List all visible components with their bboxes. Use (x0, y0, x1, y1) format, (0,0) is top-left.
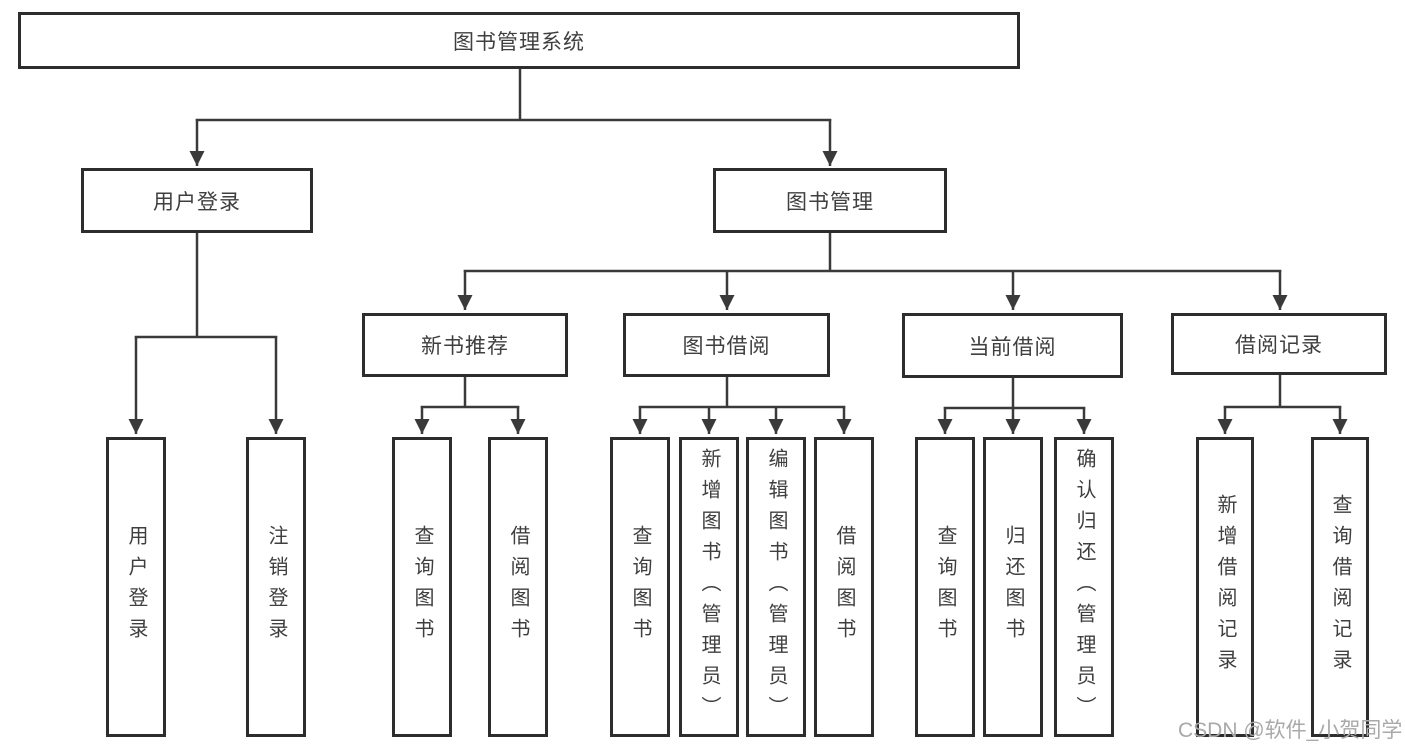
node-label: 借阅图书 (833, 525, 855, 649)
node-label: 查询图书 (411, 525, 433, 649)
connector-current-borrow-to-leaves (937, 378, 1092, 434)
node-label: 新增图书（管理员） (698, 447, 720, 727)
node-label: 归还图书 (1002, 525, 1024, 649)
connector-borrow-record-to-leaves (1217, 375, 1348, 434)
node-label: 查询借阅记录 (1329, 494, 1351, 680)
node-label: 当前借阅 (968, 335, 1057, 359)
node-label: 编辑图书（管理员） (765, 447, 787, 727)
node-user-login: 用户登录 (81, 168, 313, 233)
leaf-rec-query-books: 查询图书 (392, 437, 452, 737)
node-label: 借阅记录 (1235, 334, 1323, 357)
leaf-rec-borrow-books: 借阅图书 (488, 437, 548, 737)
node-label: 借阅图书 (507, 525, 529, 649)
watermark-text: CSDN @软件_小贺同学 (1178, 719, 1403, 742)
node-book-borrowing: 图书借阅 (623, 313, 830, 377)
leaf-logout: 注销登录 (246, 437, 306, 737)
connector-user-login-to-leaves (128, 233, 284, 434)
node-current-borrowing: 当前借阅 (902, 313, 1123, 378)
leaf-bb-edit-books-admin: 编辑图书（管理员） (746, 437, 806, 737)
node-label: 确认归还（管理员） (1073, 447, 1095, 727)
connector-book-mgmt-to-level3 (457, 233, 1288, 310)
leaf-br-query-record: 查询借阅记录 (1311, 437, 1369, 737)
node-label: 图书管理 (786, 190, 874, 214)
leaf-bb-query-books: 查询图书 (610, 437, 670, 737)
node-new-book-recommendation: 新书推荐 (362, 313, 568, 377)
leaf-bb-add-books-admin: 新增图书（管理员） (679, 437, 739, 737)
node-book-management: 图书管理 (713, 168, 947, 233)
node-library-management-system: 图书管理系统 (18, 12, 1020, 69)
connector-new-book-rec-to-leaves (414, 377, 526, 434)
leaf-cb-query-books: 查询图书 (915, 437, 975, 737)
leaf-bb-borrow-books: 借阅图书 (814, 437, 874, 737)
node-label: 用户登录 (153, 190, 241, 214)
leaf-user-login: 用户登录 (106, 437, 166, 737)
node-label: 图书借阅 (682, 335, 771, 358)
node-label: 图书管理系统 (453, 30, 585, 54)
connector-root-to-level2 (189, 67, 838, 166)
leaf-br-add-record: 新增借阅记录 (1196, 437, 1254, 737)
node-label: 查询图书 (629, 525, 651, 649)
node-label: 查询图书 (934, 525, 956, 649)
node-label: 新书推荐 (421, 335, 509, 358)
leaf-cb-return-books: 归还图书 (983, 437, 1043, 737)
connector-book-borrow-to-leaves (632, 377, 852, 434)
node-label: 用户登录 (125, 525, 147, 649)
node-label: 注销登录 (265, 525, 287, 649)
node-borrowing-records: 借阅记录 (1171, 313, 1387, 375)
leaf-cb-confirm-return-admin: 确认归还（管理员） (1054, 437, 1114, 737)
node-label: 新增借阅记录 (1214, 494, 1236, 680)
